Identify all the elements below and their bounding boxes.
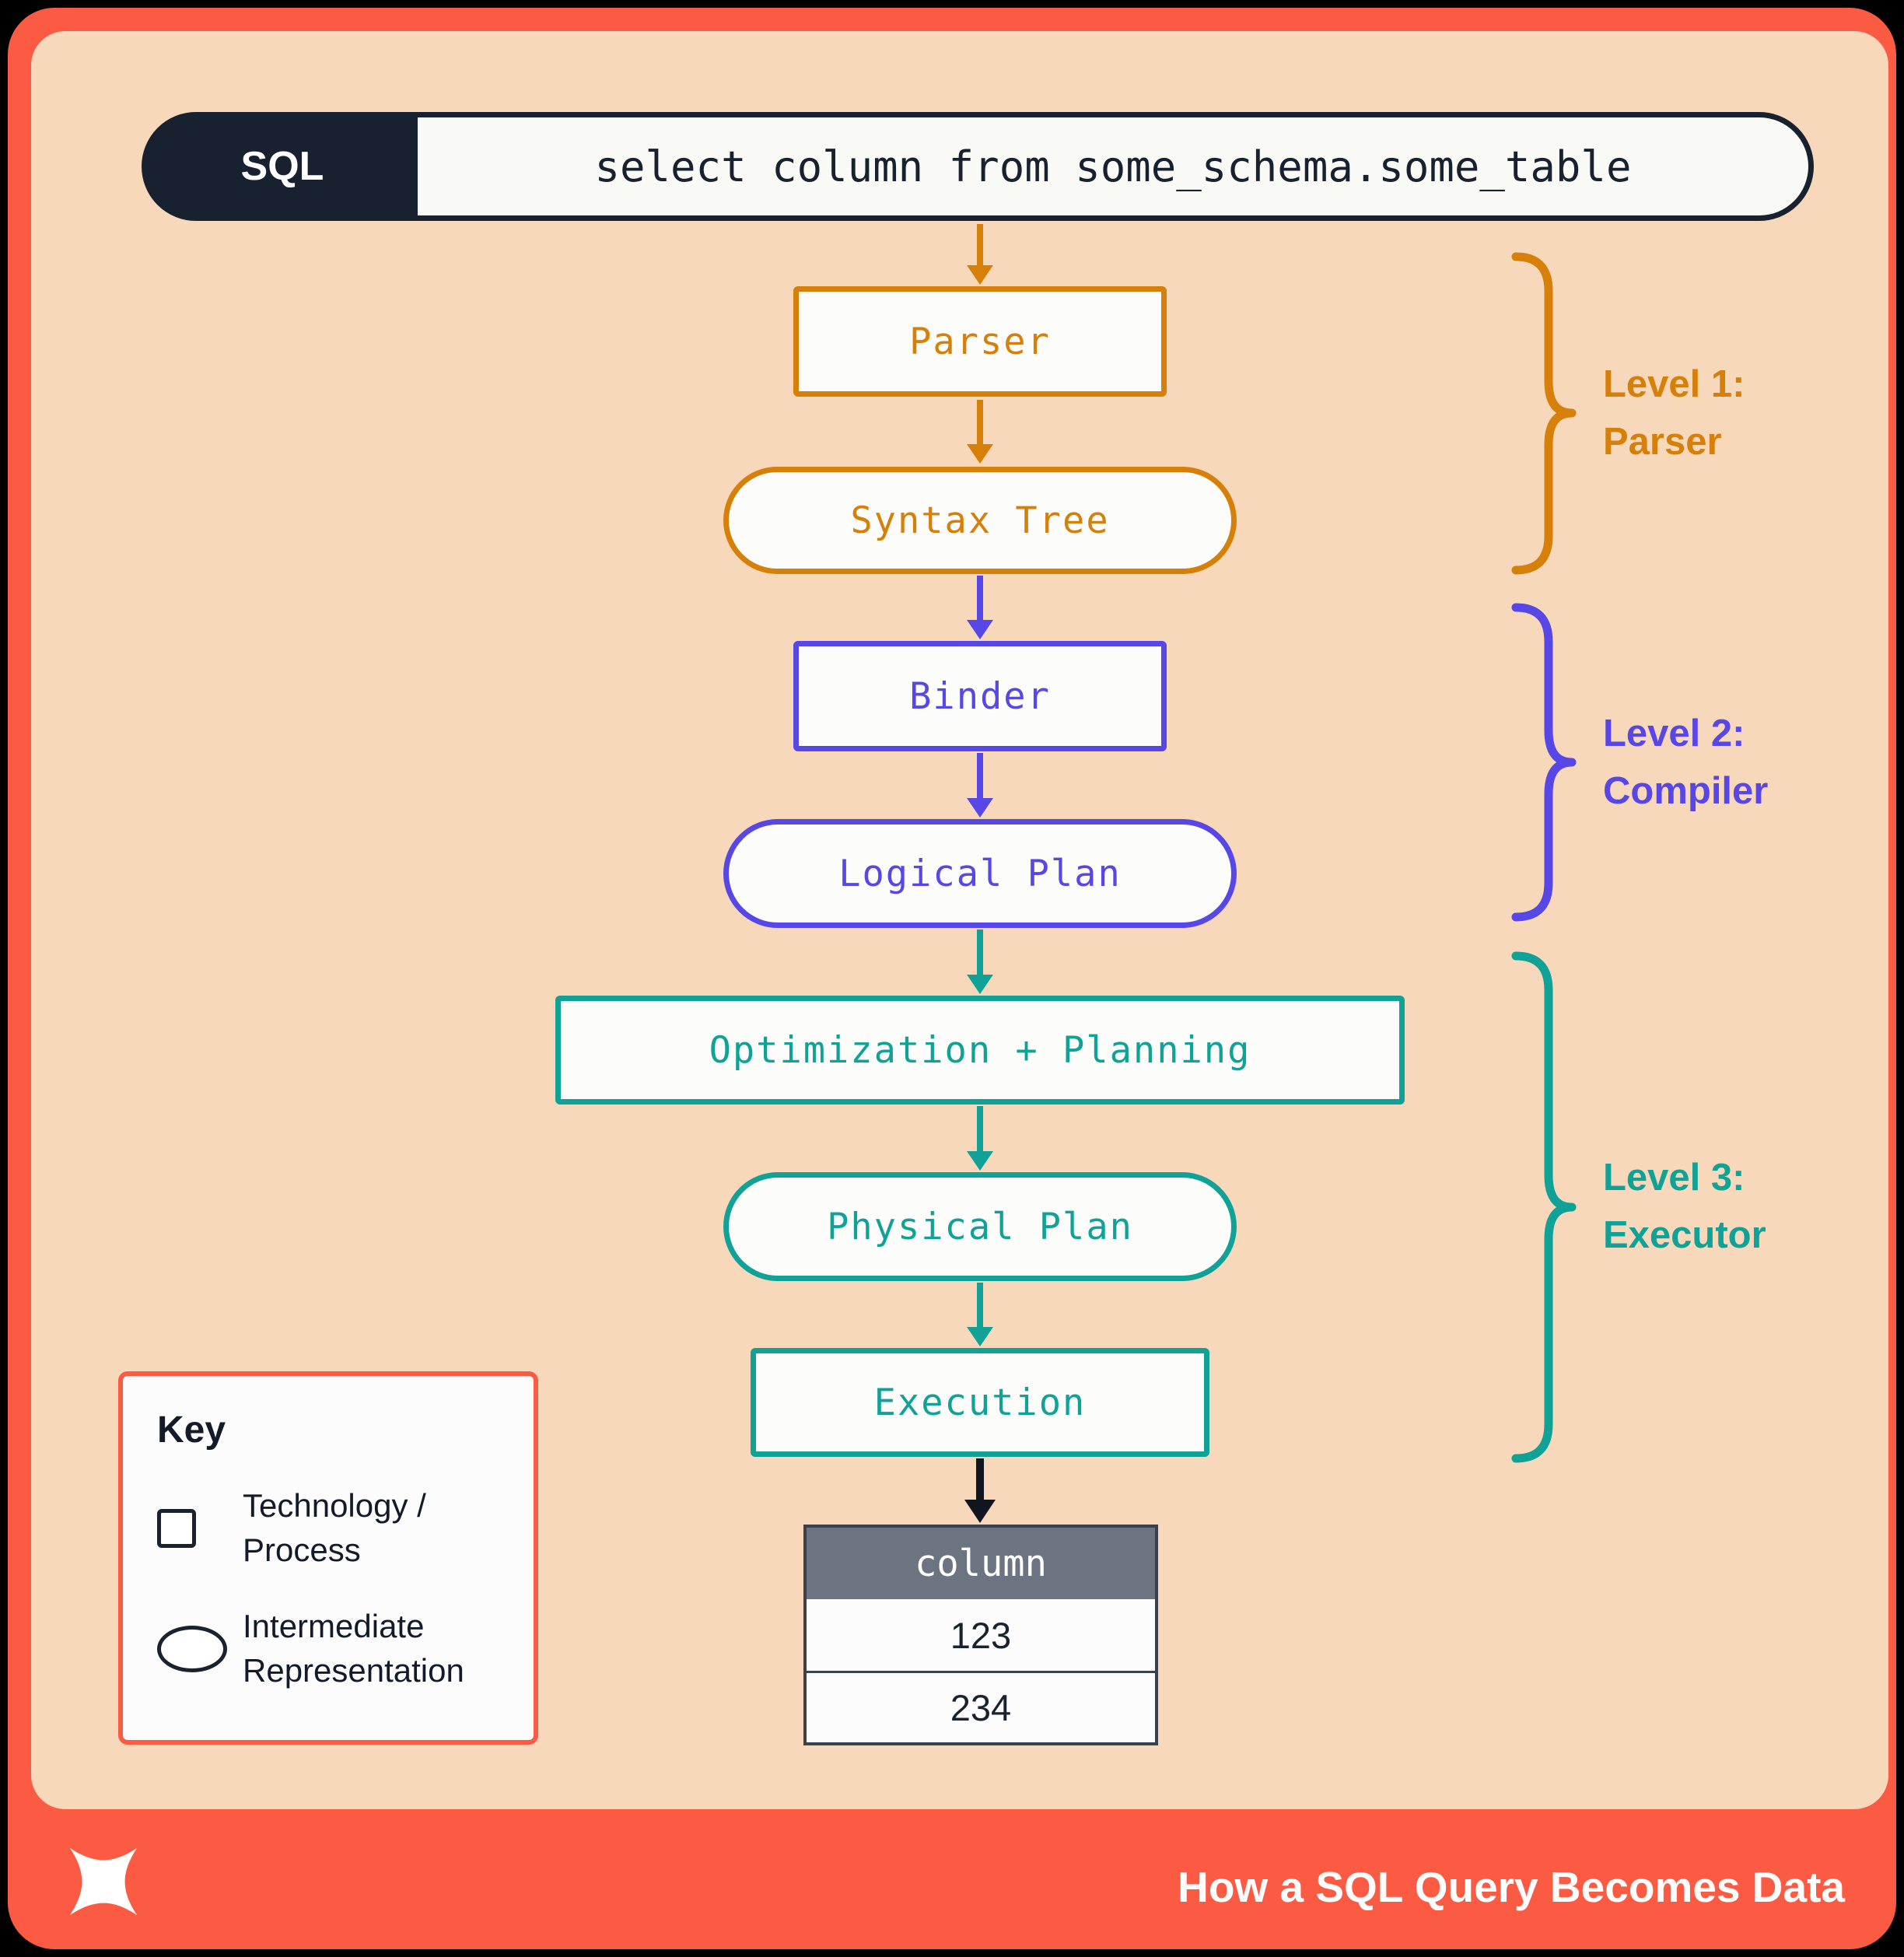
star-logo-icon — [69, 1847, 138, 1916]
legend-item-label: Technology / Process — [243, 1487, 426, 1568]
frame-card: SQL select column from some_schema.some_… — [8, 8, 1896, 1949]
node-execution: Execution — [751, 1348, 1209, 1457]
node-logical-plan-label: Logical Plan — [838, 852, 1122, 895]
result-table-row: 234 — [807, 1671, 1155, 1742]
arrow-sql-to-parser — [964, 224, 996, 285]
level-3-label-line2: Executor — [1603, 1213, 1766, 1256]
legend-box: Key Technology / Process Intermedi — [118, 1371, 538, 1745]
sql-input-bar: SQL select column from some_schema.some_… — [142, 112, 1814, 221]
level-2-label-line2: Compiler — [1603, 769, 1769, 812]
legend-item-intermediate-representation: Intermediate Representation — [157, 1605, 499, 1693]
node-logical-plan: Logical Plan — [723, 819, 1237, 928]
node-syntax-tree: Syntax Tree — [723, 467, 1237, 574]
level-1-label: Level 1: Parser — [1603, 356, 1745, 471]
level-1-label-line2: Parser — [1603, 420, 1722, 463]
node-optimization-planning-label: Optimization + Planning — [709, 1028, 1251, 1072]
result-table: column 123 234 — [803, 1525, 1158, 1745]
arrow-physical-plan-to-execution — [964, 1283, 996, 1346]
arrow-syntax-tree-to-binder — [964, 576, 996, 639]
node-physical-plan: Physical Plan — [723, 1172, 1237, 1281]
node-syntax-tree-label: Syntax Tree — [850, 499, 1110, 542]
level-1-brace — [1511, 252, 1577, 575]
legend-item-technology-process: Technology / Process — [157, 1484, 499, 1572]
legend-title: Key — [157, 1409, 226, 1451]
arrow-optimization-to-physical-plan — [964, 1106, 996, 1171]
level-3-label: Level 3: Executor — [1603, 1150, 1766, 1264]
level-2-label-line1: Level 2: — [1603, 712, 1745, 754]
oval-shape-icon — [157, 1626, 227, 1673]
node-physical-plan-label: Physical Plan — [827, 1205, 1133, 1248]
level-3-label-line1: Level 3: — [1603, 1157, 1745, 1199]
arrow-logical-plan-to-optimization — [964, 929, 996, 994]
node-execution-label: Execution — [873, 1381, 1087, 1424]
node-optimization-planning: Optimization + Planning — [555, 996, 1405, 1105]
arrow-execution-to-result — [964, 1458, 996, 1523]
level-3-brace — [1511, 951, 1577, 1463]
sql-tag-label: SQL — [147, 117, 418, 215]
node-binder-label: Binder — [909, 674, 1051, 718]
arrow-binder-to-logical-plan — [964, 753, 996, 817]
arrow-parser-to-syntax-tree — [964, 400, 996, 464]
level-1-label-line1: Level 1: — [1603, 363, 1745, 405]
node-parser: Parser — [793, 286, 1167, 397]
result-table-row: 123 — [950, 1614, 1012, 1656]
sql-query-text: select column from some_schema.some_tabl… — [418, 117, 1808, 215]
legend-item-label: Intermediate Representation — [243, 1608, 464, 1689]
level-2-brace — [1511, 603, 1577, 922]
diagram-title: How a SQL Query Becomes Data — [1178, 1863, 1845, 1911]
level-2-label: Level 2: Compiler — [1603, 705, 1768, 820]
square-shape-icon — [157, 1508, 196, 1548]
result-table-header: column — [807, 1528, 1155, 1599]
node-binder: Binder — [793, 641, 1167, 751]
node-parser-label: Parser — [909, 320, 1051, 363]
diagram-canvas: SQL select column from some_schema.some_… — [31, 31, 1888, 1809]
